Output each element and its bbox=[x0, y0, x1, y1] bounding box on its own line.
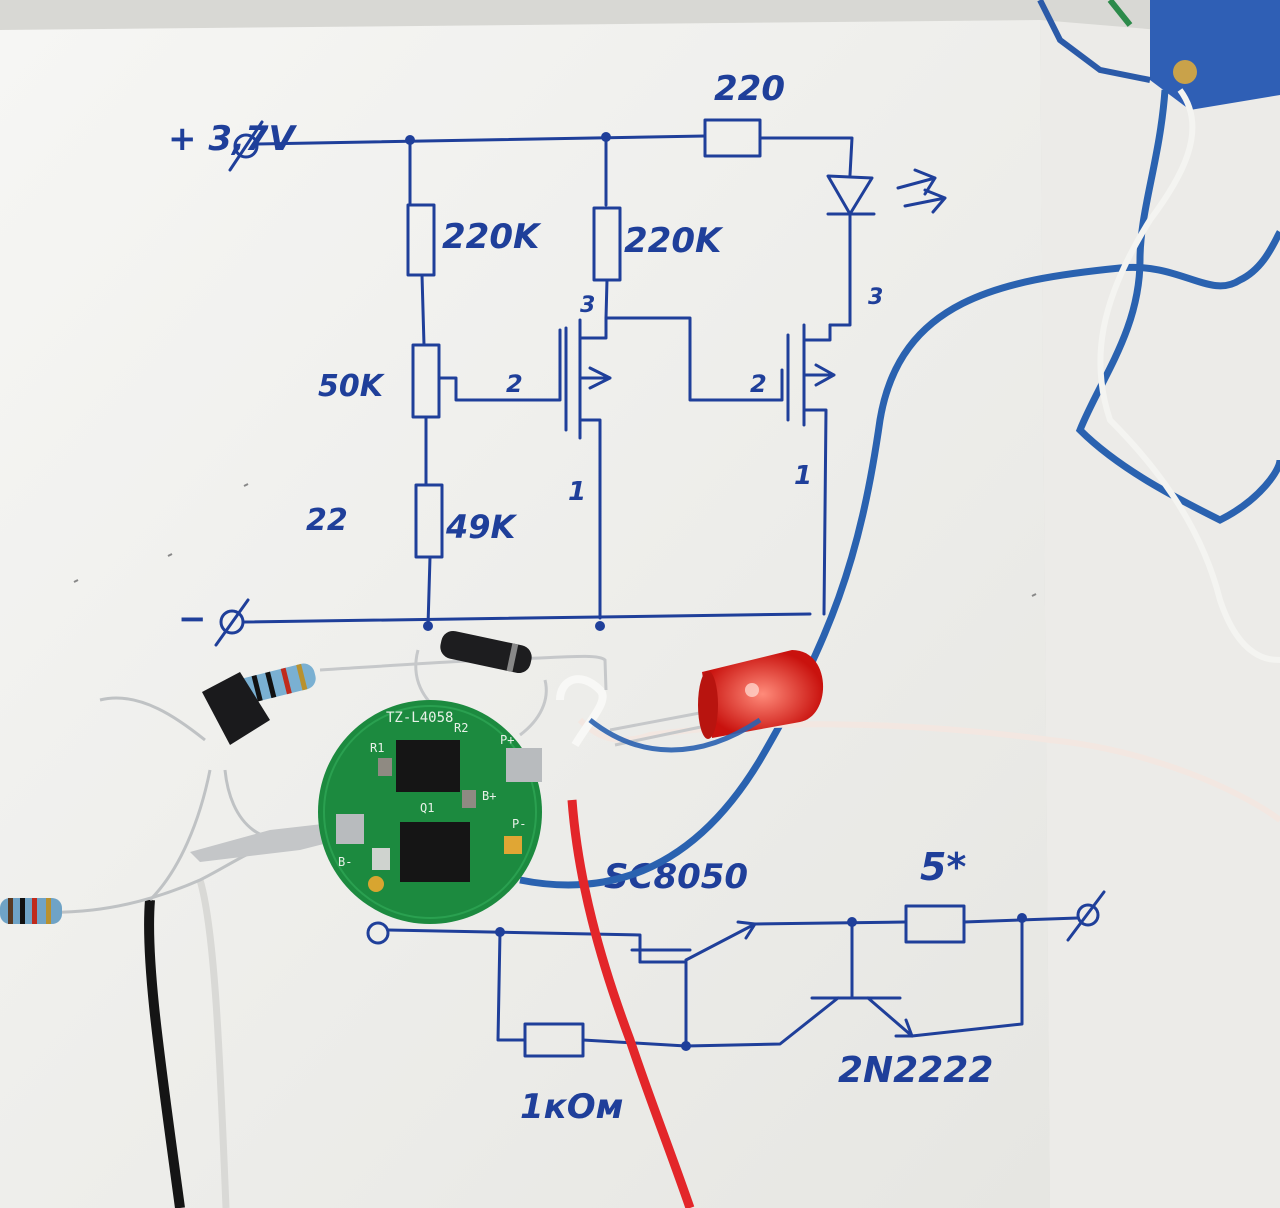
label-2n2222: 2N2222 bbox=[838, 1050, 993, 1091]
terminal-plus bbox=[233, 133, 259, 159]
label-r-220: 220 bbox=[714, 69, 785, 109]
label-r3: 49K bbox=[445, 508, 518, 546]
label-pin-1b: 1 bbox=[794, 461, 812, 491]
pad-bminus bbox=[336, 814, 364, 844]
white-wire-loop bbox=[556, 675, 607, 748]
blue-module bbox=[1150, 0, 1280, 110]
black-wire bbox=[144, 899, 185, 1208]
pcb-title: TZ-L4058 bbox=[386, 710, 453, 726]
diode-body bbox=[440, 630, 532, 674]
solder-strip bbox=[190, 822, 355, 862]
pcb-pplus: P+ bbox=[500, 733, 514, 747]
terminal-lower-right bbox=[1076, 903, 1100, 927]
white-wire-right bbox=[1097, 88, 1280, 663]
terminal-lower-left bbox=[366, 921, 390, 945]
red-wire bbox=[567, 799, 695, 1208]
label-pin-3b: 3 bbox=[868, 285, 883, 310]
label-pin-3a: 3 bbox=[580, 293, 595, 318]
pcb-q1: Q1 bbox=[420, 801, 434, 815]
label-r-1k: 1кОм bbox=[520, 1087, 623, 1127]
white-wire-down bbox=[196, 878, 230, 1208]
pad-pminus bbox=[504, 836, 522, 854]
wire-top bbox=[1037, 0, 1151, 83]
led-symbol bbox=[826, 174, 874, 216]
label-pin-2a: 2 bbox=[506, 370, 523, 398]
label-r-5: 5* bbox=[920, 845, 966, 889]
paper-edge bbox=[1040, 20, 1280, 1208]
label-pot: 50K bbox=[318, 369, 386, 404]
blue-wire-right bbox=[1075, 89, 1280, 524]
label-r2: 220K bbox=[624, 221, 724, 261]
screw-terminal bbox=[1173, 60, 1197, 84]
green-wire bbox=[1107, 0, 1133, 27]
label-r3-alt: 22 bbox=[306, 503, 348, 538]
schematic-drawing: + 3,7V 220 220K 220K 50K 22 49K − 2 2 3 … bbox=[73, 69, 1106, 1127]
label-supply: + 3,7V bbox=[168, 119, 298, 159]
transistor-to92 bbox=[202, 672, 270, 745]
pcb-bminus: B- bbox=[338, 855, 352, 869]
label-pin-1a: 1 bbox=[568, 477, 586, 507]
resistor-5 bbox=[904, 904, 966, 944]
red-led bbox=[698, 650, 824, 739]
pcb-bplus: B+ bbox=[482, 789, 496, 803]
label-negative: − bbox=[178, 599, 207, 639]
ic-bottom bbox=[400, 822, 470, 882]
pcb-r2: R2 bbox=[454, 721, 468, 735]
pad-pplus bbox=[506, 748, 542, 782]
blue-wire bbox=[519, 230, 1280, 889]
pcb-pminus: P- bbox=[512, 817, 526, 831]
ic-top bbox=[396, 740, 460, 792]
label-pin-2b: 2 bbox=[750, 370, 767, 398]
label-r1: 220K bbox=[442, 217, 542, 257]
pcb-r1: R1 bbox=[370, 741, 384, 755]
paper-sheet bbox=[0, 20, 1050, 1208]
charger-pcb: TZ-L4058 R1 R2 Q1 B+ B- P- P+ bbox=[318, 700, 542, 924]
white-wire-long bbox=[577, 717, 1280, 823]
